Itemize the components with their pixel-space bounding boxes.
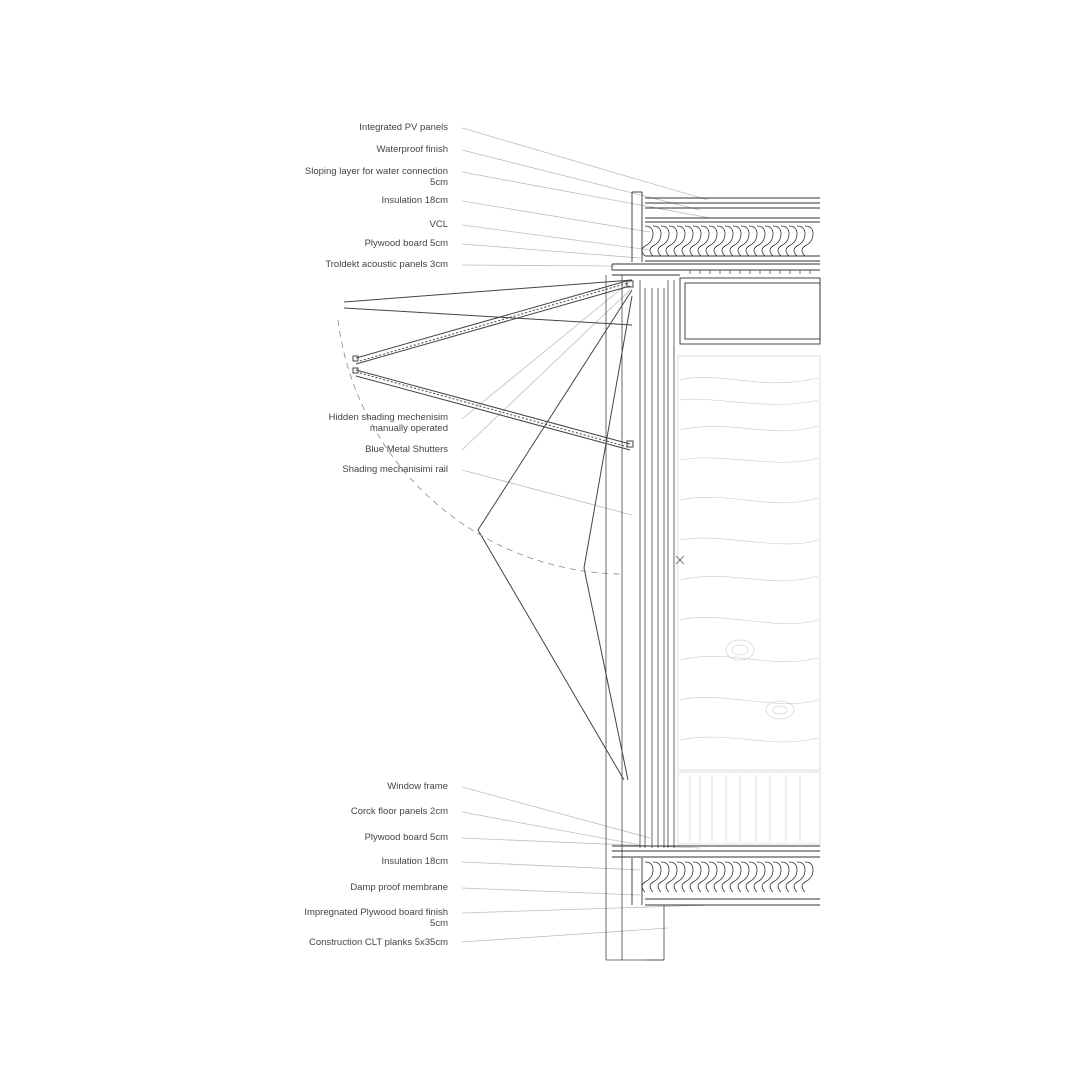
insulation-roof-pattern (641, 225, 814, 257)
label-hidden-shading: Hidden shading mechenisim manually opera… (329, 412, 448, 434)
label-text: Integrated PV panels (359, 122, 448, 133)
label-clt-planks: Construction CLT planks 5x35cm (309, 937, 448, 948)
swing-arc (337, 319, 621, 575)
label-insulation-roof: Insulation 18cm (381, 195, 448, 206)
label-text: Plywood board 5cm (364, 238, 448, 249)
label-plywood-roof: Plywood board 5cm (365, 238, 448, 249)
label-text: Corck floor panels 2cm (350, 806, 448, 817)
label-text: Troldekt acoustic panels 3cm (325, 259, 448, 270)
label-text: Blue Metal Shutters (365, 444, 448, 455)
wall-section (605, 275, 675, 961)
label-text-line2: 5cm (430, 918, 448, 929)
label-text: Impregnated Plywood board finish (304, 907, 448, 918)
label-text-line2: manually operated (369, 423, 448, 434)
interior-plywood (677, 355, 821, 845)
floor-section (612, 845, 820, 906)
troldekt-pattern (689, 270, 811, 274)
label-text: VCL (429, 219, 448, 230)
label-plywood-floor: Plywood board 5cm (365, 832, 448, 843)
label-text: Sloping layer for water connection (304, 166, 448, 177)
label-text: Insulation 18cm (381, 195, 448, 206)
label-integrated-pv-panels: Integrated PV panels (359, 122, 448, 133)
label-text-line2: 5cm (430, 177, 448, 188)
label-window-frame: Window frame (387, 781, 448, 792)
label-impregnated-plywood: Impregnated Plywood board finish 5cm (304, 907, 448, 929)
label-text: Plywood board 5cm (364, 832, 448, 843)
label-insulation-floor: Insulation 18cm (381, 856, 448, 867)
label-text: Waterproof finish (376, 144, 448, 155)
label-troldekt: Troldekt acoustic panels 3cm (325, 259, 448, 270)
label-waterproof-finish: Waterproof finish (377, 144, 448, 155)
label-vcl: VCL (430, 219, 448, 230)
label-damp-proof: Damp proof membrane (350, 882, 448, 893)
label-cork-floor: Corck floor panels 2cm (351, 806, 448, 817)
hardware-marks (675, 555, 685, 565)
label-sloping-layer: Sloping layer for water connection 5cm (305, 166, 448, 188)
label-text: Construction CLT planks 5x35cm (308, 937, 448, 948)
insulation-floor-pattern (641, 861, 814, 893)
roof-section (611, 191, 821, 345)
leader-lines (461, 127, 711, 943)
label-text: Hidden shading mechenisim (328, 412, 448, 423)
label-text: Damp proof membrane (350, 882, 448, 893)
label-shading-rail: Shading mechanisimi rail (342, 464, 448, 475)
label-text: Window frame (387, 781, 448, 792)
label-blue-shutters: Blue Metal Shutters (365, 444, 448, 455)
label-text: Shading mechanisimi rail (342, 464, 448, 475)
shutters (343, 279, 634, 781)
label-text: Insulation 18cm (381, 856, 448, 867)
